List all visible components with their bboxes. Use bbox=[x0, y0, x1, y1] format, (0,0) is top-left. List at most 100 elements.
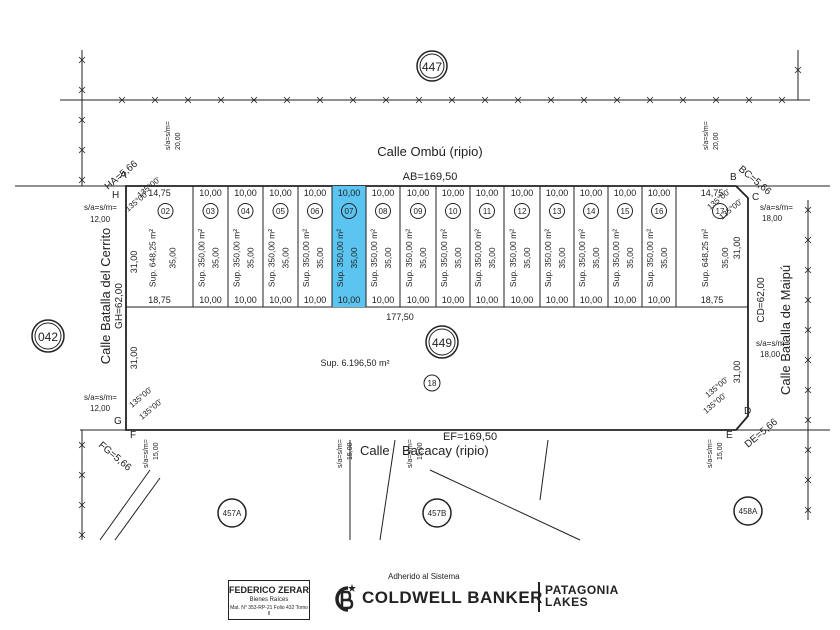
svg-text:15,00: 15,00 bbox=[417, 442, 424, 460]
block-label: 447 bbox=[422, 60, 442, 74]
svg-text:18,00: 18,00 bbox=[760, 350, 781, 359]
lot-number: 04 bbox=[241, 207, 250, 216]
lot-depth: 35,00 bbox=[557, 247, 567, 269]
fence-mark bbox=[778, 96, 786, 104]
fence-mark bbox=[217, 96, 225, 104]
svg-text:s/a=s/m=: s/a=s/m= bbox=[84, 393, 117, 402]
lot-back-dim: 10,00 bbox=[580, 295, 603, 305]
street-name-bottom-b: Bacacay (ripio) bbox=[402, 443, 489, 458]
lot-number: 07 bbox=[345, 207, 354, 216]
lot-back-dim: 10,00 bbox=[372, 295, 395, 305]
lot-front-dim: 14,75 bbox=[701, 188, 724, 198]
lot-number-circle bbox=[237, 203, 254, 219]
vertex-label: G bbox=[114, 416, 122, 427]
dim-de: DE=5,66 bbox=[743, 416, 780, 450]
lot-front-dim: 10,00 bbox=[442, 188, 465, 198]
lot-front-dim: 10,00 bbox=[304, 188, 327, 198]
lot-number-circle bbox=[410, 203, 426, 219]
lot-back-dim: 18,75 bbox=[148, 295, 171, 305]
lot-back-dim: 10,00 bbox=[199, 295, 222, 305]
lot-number-circle bbox=[375, 203, 391, 219]
big-lot-area: Sup. 6.196,50 m² bbox=[320, 358, 389, 368]
lot-back-dim: 10,00 bbox=[269, 295, 292, 305]
street-edge-line bbox=[379, 439, 396, 541]
block-circle bbox=[31, 319, 65, 353]
lot-number: 05 bbox=[276, 207, 285, 216]
fence-mark bbox=[349, 96, 357, 104]
lot-depth: 35,00 bbox=[487, 247, 497, 269]
lot-number: 06 bbox=[311, 207, 320, 216]
fence-mark bbox=[78, 471, 86, 479]
lot-area: Sup. 350,00 m² bbox=[577, 229, 587, 287]
fence-mark bbox=[613, 96, 621, 104]
svg-text:12,00: 12,00 bbox=[90, 404, 111, 413]
fence-mark bbox=[804, 326, 812, 334]
lot-area: Sup. 350,00 m² bbox=[611, 229, 621, 287]
lot-number: 17 bbox=[716, 207, 725, 216]
block-circle-inner bbox=[419, 53, 445, 79]
svg-text:s/a=s/m=: s/a=s/m= bbox=[407, 439, 414, 468]
lot-area: Sup. 350,00 m² bbox=[543, 229, 553, 287]
lot-area: Sup. 350,00 m² bbox=[404, 229, 414, 287]
lot-back-dim: 10,00 bbox=[234, 295, 257, 305]
lot-front-dim: 10,00 bbox=[234, 188, 257, 198]
lot-number: 02 bbox=[161, 207, 170, 216]
lot-number: 11 bbox=[483, 207, 492, 216]
lot-depth: 35,00 bbox=[315, 247, 325, 269]
dim-cd: CD=62,00 bbox=[756, 277, 767, 323]
lot-depth: 35,00 bbox=[211, 247, 221, 269]
fence-mark bbox=[580, 96, 588, 104]
vertex-label: F bbox=[130, 430, 136, 441]
brand-separator bbox=[538, 582, 540, 612]
big-lot-number-circle bbox=[423, 374, 441, 392]
lot-number-circle bbox=[712, 203, 728, 219]
lot-number: 14 bbox=[587, 207, 596, 216]
lot-depth: 35,00 bbox=[453, 247, 463, 269]
block-label: 042 bbox=[38, 330, 58, 344]
fence-mark bbox=[78, 501, 86, 509]
lot-depth: 35,00 bbox=[168, 247, 178, 269]
lot-number: 08 bbox=[379, 207, 388, 216]
fence-mark bbox=[804, 386, 812, 394]
footer: FEDERICO ZERAR Bienes Raíces Mat. N° 353… bbox=[0, 568, 840, 630]
lot-back-dim: 18,75 bbox=[701, 295, 724, 305]
lot-front-dim: 10,00 bbox=[372, 188, 395, 198]
svg-text:s/a=s/m=: s/a=s/m= bbox=[703, 121, 710, 150]
partner-name: PATAGONIA LAKES bbox=[545, 584, 619, 608]
fence-mark bbox=[804, 416, 812, 424]
fence-mark bbox=[745, 96, 753, 104]
lot-front-dim: 10,00 bbox=[511, 188, 534, 198]
svg-text:s/a=s/m=: s/a=s/m= bbox=[165, 121, 172, 150]
fence-mark bbox=[448, 96, 456, 104]
lot-number-circle bbox=[445, 203, 461, 219]
coldwell-banker-logo-icon bbox=[335, 584, 356, 612]
block-label: 449 bbox=[432, 336, 452, 350]
vertex-label: H bbox=[112, 190, 119, 201]
lot-depth: 35,00 bbox=[246, 247, 256, 269]
lot-number-circle bbox=[617, 203, 633, 219]
agent-registration: Mat. N° 353-RP-21 Folio 432 Tomo II bbox=[230, 605, 308, 617]
lot-front-dim: 10,00 bbox=[338, 188, 361, 198]
block-circle bbox=[425, 325, 459, 359]
fence-mark bbox=[283, 96, 291, 104]
lot-number: 10 bbox=[449, 207, 458, 216]
svg-text:15,00: 15,00 bbox=[153, 442, 160, 460]
lot-back-dim: 10,00 bbox=[476, 295, 499, 305]
lot-front-dim: 10,00 bbox=[614, 188, 637, 198]
svg-text:15,00: 15,00 bbox=[347, 442, 354, 460]
fence-mark bbox=[78, 56, 86, 64]
lot-front-dim: 10,00 bbox=[580, 188, 603, 198]
dim-ab: AB=169,50 bbox=[403, 171, 458, 183]
agent-name: FEDERICO ZERAR bbox=[229, 585, 310, 595]
partner-name-line-1: PATAGONIA bbox=[545, 583, 619, 597]
lot-number-circle bbox=[651, 203, 667, 219]
lot-front-dim: 10,00 bbox=[476, 188, 499, 198]
brand-name: COLDWELL BANKER bbox=[362, 588, 543, 607]
lot-area: Sup. 350,00 m² bbox=[439, 229, 449, 287]
adherido-label: Adherido al Sistema bbox=[388, 572, 460, 581]
fence-mark bbox=[804, 476, 812, 484]
lot-front-dim: 10,00 bbox=[546, 188, 569, 198]
lot-front-dim: 10,00 bbox=[269, 188, 292, 198]
lot-outline bbox=[125, 185, 749, 431]
lot-depth: 35,00 bbox=[383, 247, 393, 269]
